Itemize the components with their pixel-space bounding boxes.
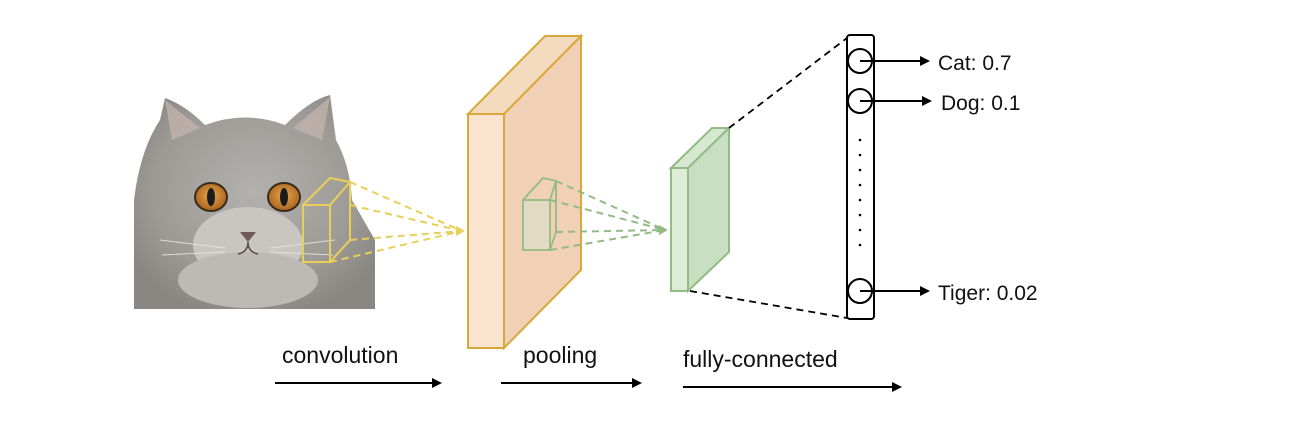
pool-kernel bbox=[522, 177, 557, 251]
conv-feature-volume bbox=[465, 33, 584, 351]
left-ear bbox=[165, 100, 200, 140]
right-ear bbox=[293, 97, 330, 140]
stage-label-fully-connected: fully-connected bbox=[683, 346, 838, 372]
stage-label-pooling: pooling bbox=[523, 342, 597, 368]
fc-ellipsis-dots bbox=[858, 138, 862, 247]
output-label-dog: Dog: 0.1 bbox=[941, 92, 1020, 115]
conv-receptive-lines bbox=[329, 181, 463, 263]
stage-label-convolution: convolution bbox=[282, 342, 398, 368]
pooled-feature-volume bbox=[668, 125, 732, 294]
cat-image bbox=[134, 95, 375, 309]
output-label-tiger: Tiger: 0.02 bbox=[938, 282, 1038, 305]
fc-connection-lines bbox=[689, 37, 848, 319]
fc-layer bbox=[846, 34, 875, 320]
cat-eyes bbox=[194, 182, 301, 212]
output-label-cat: Cat: 0.7 bbox=[938, 52, 1012, 75]
cat-nose bbox=[240, 232, 256, 242]
output-arrows bbox=[860, 56, 932, 296]
pool-receptive-lines bbox=[549, 180, 666, 251]
